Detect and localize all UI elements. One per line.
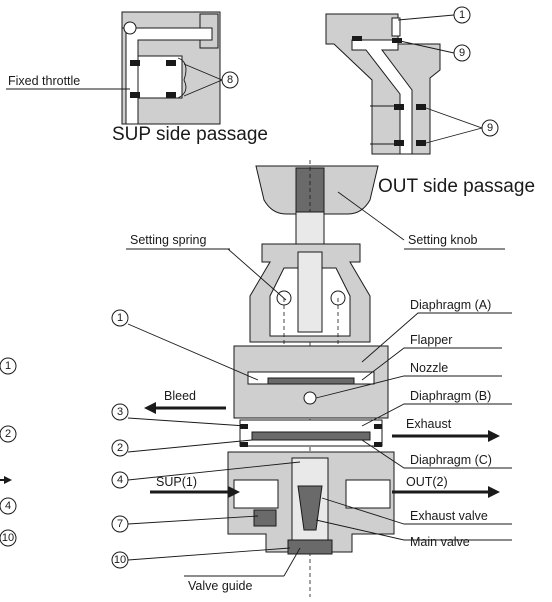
- regulator-body: [227, 160, 395, 600]
- label-diaphragm-a: Diaphragm (A): [410, 298, 491, 312]
- label-diaphragm-c: Diaphragm (C): [410, 453, 492, 467]
- label-diaphragm-b: Diaphragm (B): [410, 389, 491, 403]
- label-valve-guide: Valve guide: [188, 579, 252, 593]
- callout-9-out-top: 9: [459, 47, 465, 59]
- callout-10-edge: 10: [2, 532, 14, 544]
- label-bleed: Bleed: [164, 389, 196, 403]
- callouts: 1 9 8 9 1 3 2 4 7 10 1 2 4 10: [0, 6, 499, 569]
- label-out2: OUT(2): [406, 475, 448, 489]
- callout-2: 2: [117, 442, 123, 454]
- flow-arrows: [0, 402, 500, 498]
- label-exhaust-valve: Exhaust valve: [410, 509, 488, 523]
- label-setting-knob: Setting knob: [408, 233, 478, 247]
- callout-8: 8: [227, 74, 233, 86]
- label-sup1: SUP(1): [156, 475, 197, 489]
- label-main-valve: Main valve: [410, 535, 470, 549]
- out-side-passage-detail: [325, 13, 441, 155]
- callout-7: 7: [117, 518, 123, 530]
- sup-side-passage-detail: [121, 11, 221, 125]
- callout-3: 3: [117, 406, 123, 418]
- leader-lines: [98, 14, 512, 577]
- callout-1: 1: [117, 312, 123, 324]
- label-fixed-throttle: Fixed throttle: [8, 74, 80, 88]
- callout-10: 10: [114, 554, 126, 566]
- callout-4: 4: [117, 474, 123, 486]
- callout-1-out: 1: [459, 9, 465, 21]
- caption-sup-side-passage: SUP side passage: [112, 124, 268, 145]
- label-flapper: Flapper: [410, 333, 452, 347]
- callout-4-edge: 4: [5, 500, 11, 512]
- label-setting-spring: Setting spring: [130, 233, 206, 247]
- callout-2-edge: 2: [5, 428, 11, 440]
- label-nozzle: Nozzle: [410, 361, 448, 375]
- caption-out-side-passage: OUT side passage: [378, 176, 535, 197]
- callout-9-out-bottom: 9: [487, 122, 493, 134]
- labels: Fixed throttle SUP side passage OUT side…: [6, 74, 535, 593]
- label-exhaust: Exhaust: [406, 417, 452, 431]
- callout-1-edge: 1: [5, 360, 11, 372]
